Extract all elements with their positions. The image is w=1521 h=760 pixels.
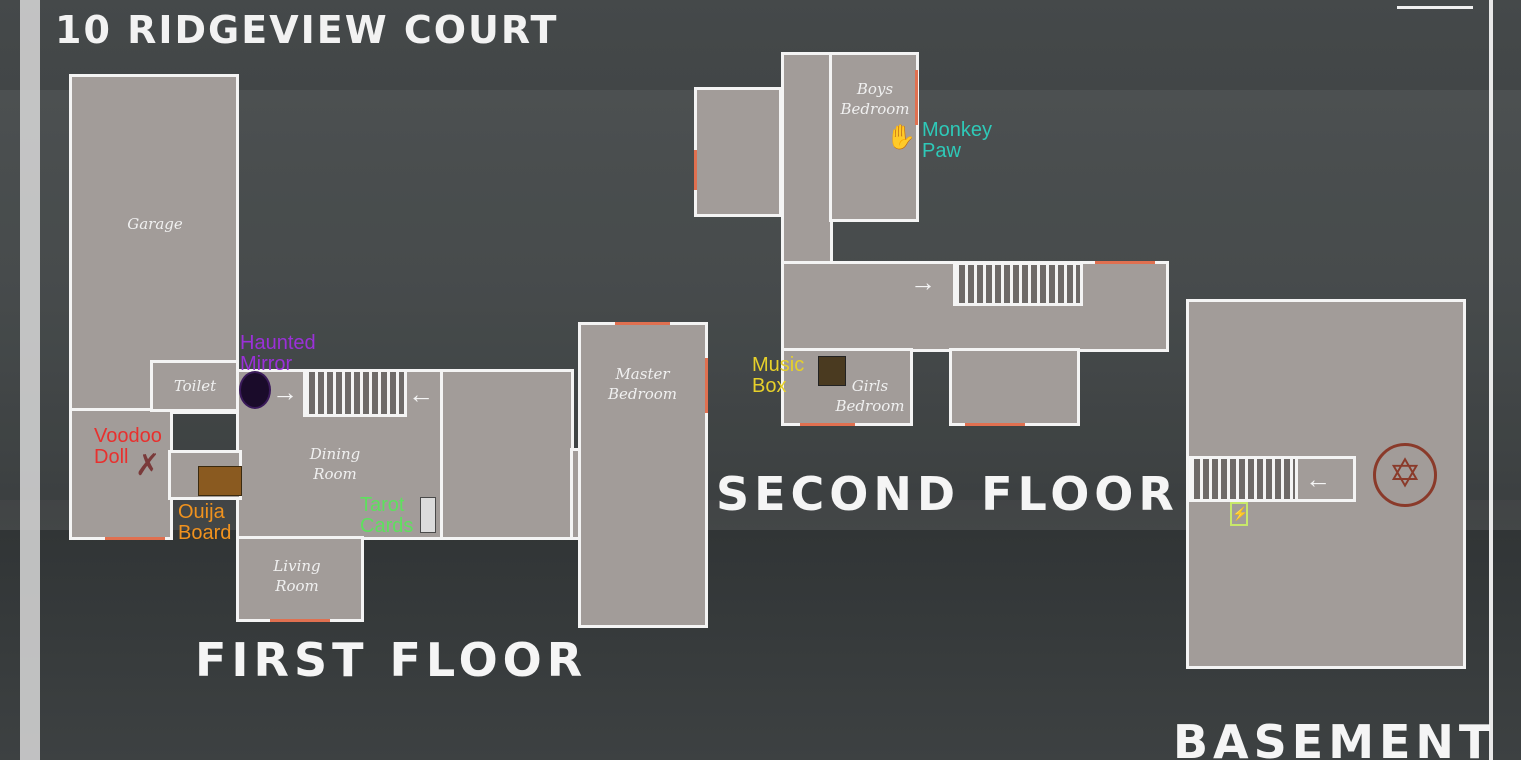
room-right xyxy=(440,369,574,540)
label-second-floor: SECOND FLOOR xyxy=(716,467,1179,521)
item-monkey-paw: Monkey Paw xyxy=(922,119,993,162)
room-girls xyxy=(781,348,913,426)
label-girls: Girls Bedroom xyxy=(835,377,905,415)
room-toilet xyxy=(150,360,239,412)
room-master xyxy=(578,322,708,628)
voodoo-doll-icon: ✗ xyxy=(135,449,161,482)
door xyxy=(105,537,165,540)
door xyxy=(800,423,855,426)
monkey-paw-icon: ✋ xyxy=(886,124,916,151)
arrow-right-icon: → xyxy=(910,267,936,297)
ouija-board-icon xyxy=(198,466,242,496)
room-garage xyxy=(69,74,239,414)
arrow-right-icon: → xyxy=(272,377,298,407)
stairs-second xyxy=(953,262,1083,306)
item-voodoo-doll: Voodoo Doll xyxy=(94,425,162,468)
door xyxy=(1095,261,1155,264)
door xyxy=(270,619,330,622)
label-first-floor: FIRST FLOOR xyxy=(195,633,588,687)
room-upper-right xyxy=(949,348,1080,426)
room-boys xyxy=(829,52,919,222)
door xyxy=(965,423,1025,426)
summoning-circle-icon: ✡ xyxy=(1373,443,1437,507)
room-living xyxy=(236,536,364,622)
label-living: Living Room xyxy=(273,557,321,595)
label-master: Master Bedroom xyxy=(608,365,677,403)
item-music-box: Music Box xyxy=(752,354,805,397)
mirror-icon xyxy=(241,373,269,407)
logo-underline xyxy=(1397,0,1473,9)
frame-left xyxy=(20,0,40,760)
map-title: 10 RIDGEVIEW COURT xyxy=(55,8,559,52)
item-haunted-mirror: Haunted Mirror xyxy=(240,332,316,375)
music-box-icon xyxy=(818,356,846,386)
label-garage: Garage xyxy=(127,215,183,233)
label-dining: Dining Room xyxy=(309,445,361,483)
label-basement: BASEMENT xyxy=(1173,715,1496,760)
door xyxy=(915,70,918,125)
arrow-left-icon: ← xyxy=(408,379,434,409)
room-upper-left xyxy=(694,87,782,217)
tarot-cards-icon xyxy=(420,497,436,533)
stairs-first xyxy=(303,369,407,417)
label-boys: Boys Bedroom xyxy=(840,80,910,118)
door xyxy=(705,358,708,413)
stair-landing xyxy=(1296,456,1356,502)
frame-right xyxy=(1489,0,1493,760)
door xyxy=(694,150,697,190)
fuse-box-icon: ⚡ xyxy=(1230,502,1248,526)
arrow-left-icon: ← xyxy=(1305,464,1331,494)
door xyxy=(615,322,670,325)
label-toilet: Toilet xyxy=(173,377,217,395)
stairs-basement xyxy=(1188,456,1298,502)
item-tarot-cards: Tarot Cards xyxy=(360,494,414,537)
item-ouija-board: Ouija Board xyxy=(178,501,232,544)
